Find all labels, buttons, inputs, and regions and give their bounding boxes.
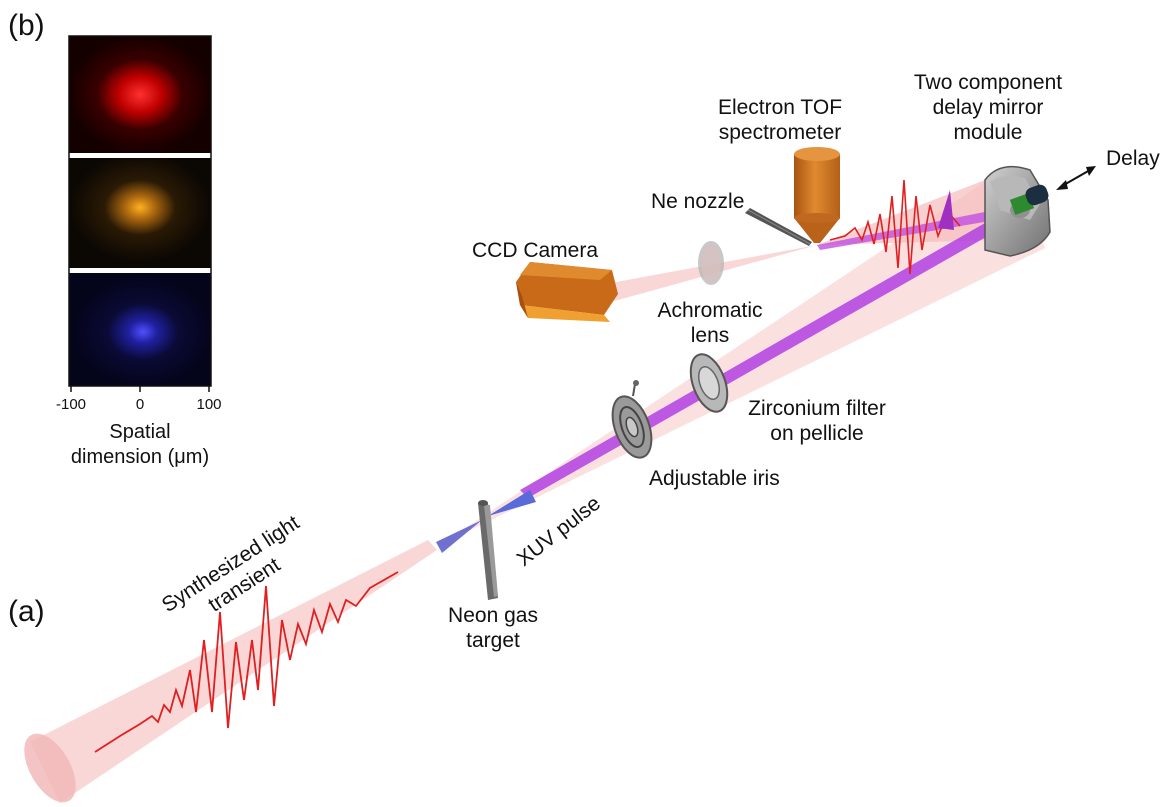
label-electron-tof: Electron TOF spectrometer (700, 95, 860, 145)
label-zirconium-filter: Zirconium filter on pellicle (722, 396, 912, 446)
x-tick-label: 100 (196, 396, 222, 413)
electron-tof-spectrometer (794, 147, 840, 243)
beam-entrance-face (24, 733, 76, 803)
label-delay-mirror: Two component delay mirror module (898, 70, 1078, 145)
xuv-spike (938, 190, 954, 230)
label-neon-gas-target: Neon gas target (438, 603, 548, 653)
label-achromatic-line2: lens (690, 324, 730, 347)
label-achromatic-lens: Achromatic lens (640, 298, 780, 348)
synthesized-waveform (94, 571, 399, 753)
label-mirror-line1: Two component (913, 71, 1063, 94)
orange-spot-image (69, 158, 211, 268)
label-tof-line1: Electron TOF (717, 96, 843, 119)
label-neon-line1: Neon gas (448, 604, 538, 627)
xuv-cone-out (488, 490, 536, 516)
xuv-return (817, 205, 1025, 250)
adjustable-iris (611, 380, 653, 459)
label-ccd-camera: CCD Camera (472, 239, 599, 262)
x-axis-label-line1: Spatial (109, 421, 171, 443)
delay-arrow (1056, 166, 1096, 190)
red-spot-image (69, 36, 211, 153)
label-tof-line2: spectrometer (718, 121, 842, 144)
x-axis-label-line2: dimension (μm) (70, 446, 210, 468)
delay-waveform (829, 179, 961, 275)
label-neon-line2: target (466, 629, 520, 652)
panel-a-letter: (a) (8, 595, 45, 628)
label-mirror-line3: module (953, 121, 1023, 144)
panel-b-letter: (b) (8, 9, 45, 42)
return-beam (817, 180, 1000, 245)
x-tick-label: -100 (55, 396, 87, 413)
xuv-cone-in (436, 520, 482, 553)
achromatic-lens (698, 241, 724, 285)
label-zirconium-line1: Zirconium filter (748, 397, 886, 420)
ccd-camera (516, 262, 618, 322)
ne-nozzle (745, 208, 812, 246)
label-mirror-line2: delay mirror (932, 96, 1044, 119)
blue-spot-image (69, 273, 211, 386)
label-zirconium-line2: on pellicle (770, 422, 864, 445)
beam-profile-images (68, 35, 212, 392)
label-ne-nozzle: Ne nozzle (651, 190, 745, 213)
label-delay: Delay (1106, 147, 1160, 170)
neon-gas-target (478, 500, 498, 600)
label-achromatic-line1: Achromatic (657, 299, 763, 322)
label-adjustable-iris: Adjustable iris (649, 467, 780, 490)
x-axis-label: Spatial dimension (μm) (40, 420, 240, 470)
zirconium-filter (689, 353, 729, 413)
x-tick-label: 0 (135, 396, 145, 413)
delay-mirror-module (984, 165, 1051, 257)
